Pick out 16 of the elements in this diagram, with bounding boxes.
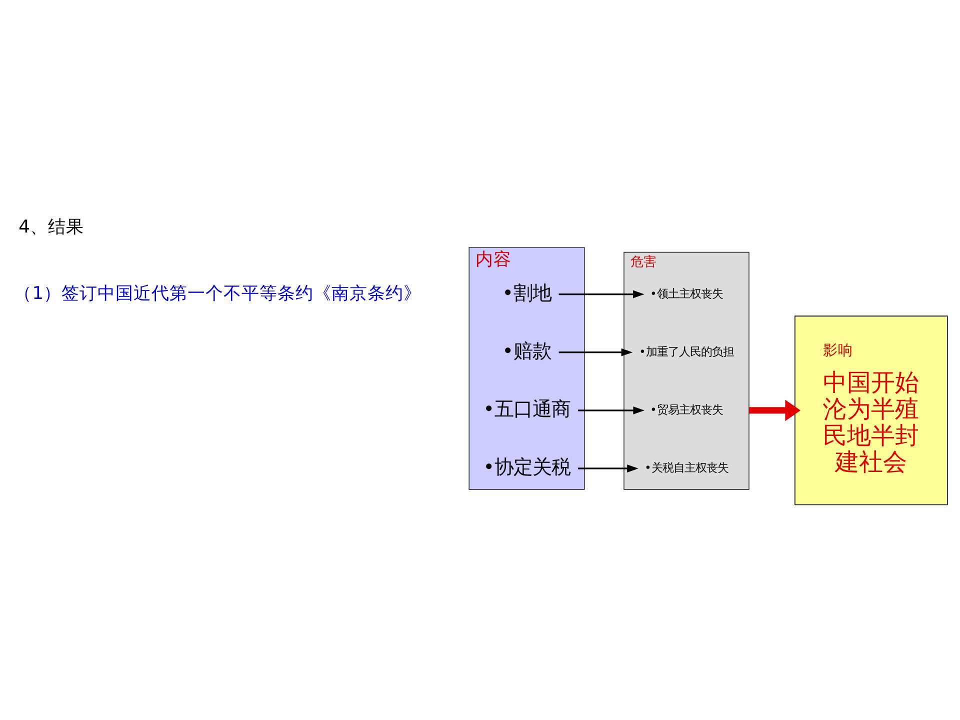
arrow (578, 464, 638, 472)
arrow (748, 400, 800, 422)
label: （1）签订中国近代第一个不平等条约《南京条约》 (14, 284, 422, 304)
node-text: •贸易主权丧失 (650, 403, 723, 416)
node-text: •割地 (502, 281, 552, 304)
diagram-title: 4、结果 (18, 218, 84, 238)
arrow (558, 348, 633, 356)
node-text: •关税自主权丧失 (644, 461, 728, 474)
node-text: •五口通商 (483, 397, 570, 420)
arrow (578, 406, 645, 414)
node-text: •领土主权丧失 (650, 287, 723, 300)
arrow (558, 290, 644, 298)
node-text: •加重了人民的负担 (639, 345, 734, 358)
node-text: •协定关税 (483, 455, 570, 478)
node-box: 影响 中国开始沦为半殖民地半封建社会 (794, 316, 948, 506)
node-text: •赔款 (502, 339, 552, 362)
